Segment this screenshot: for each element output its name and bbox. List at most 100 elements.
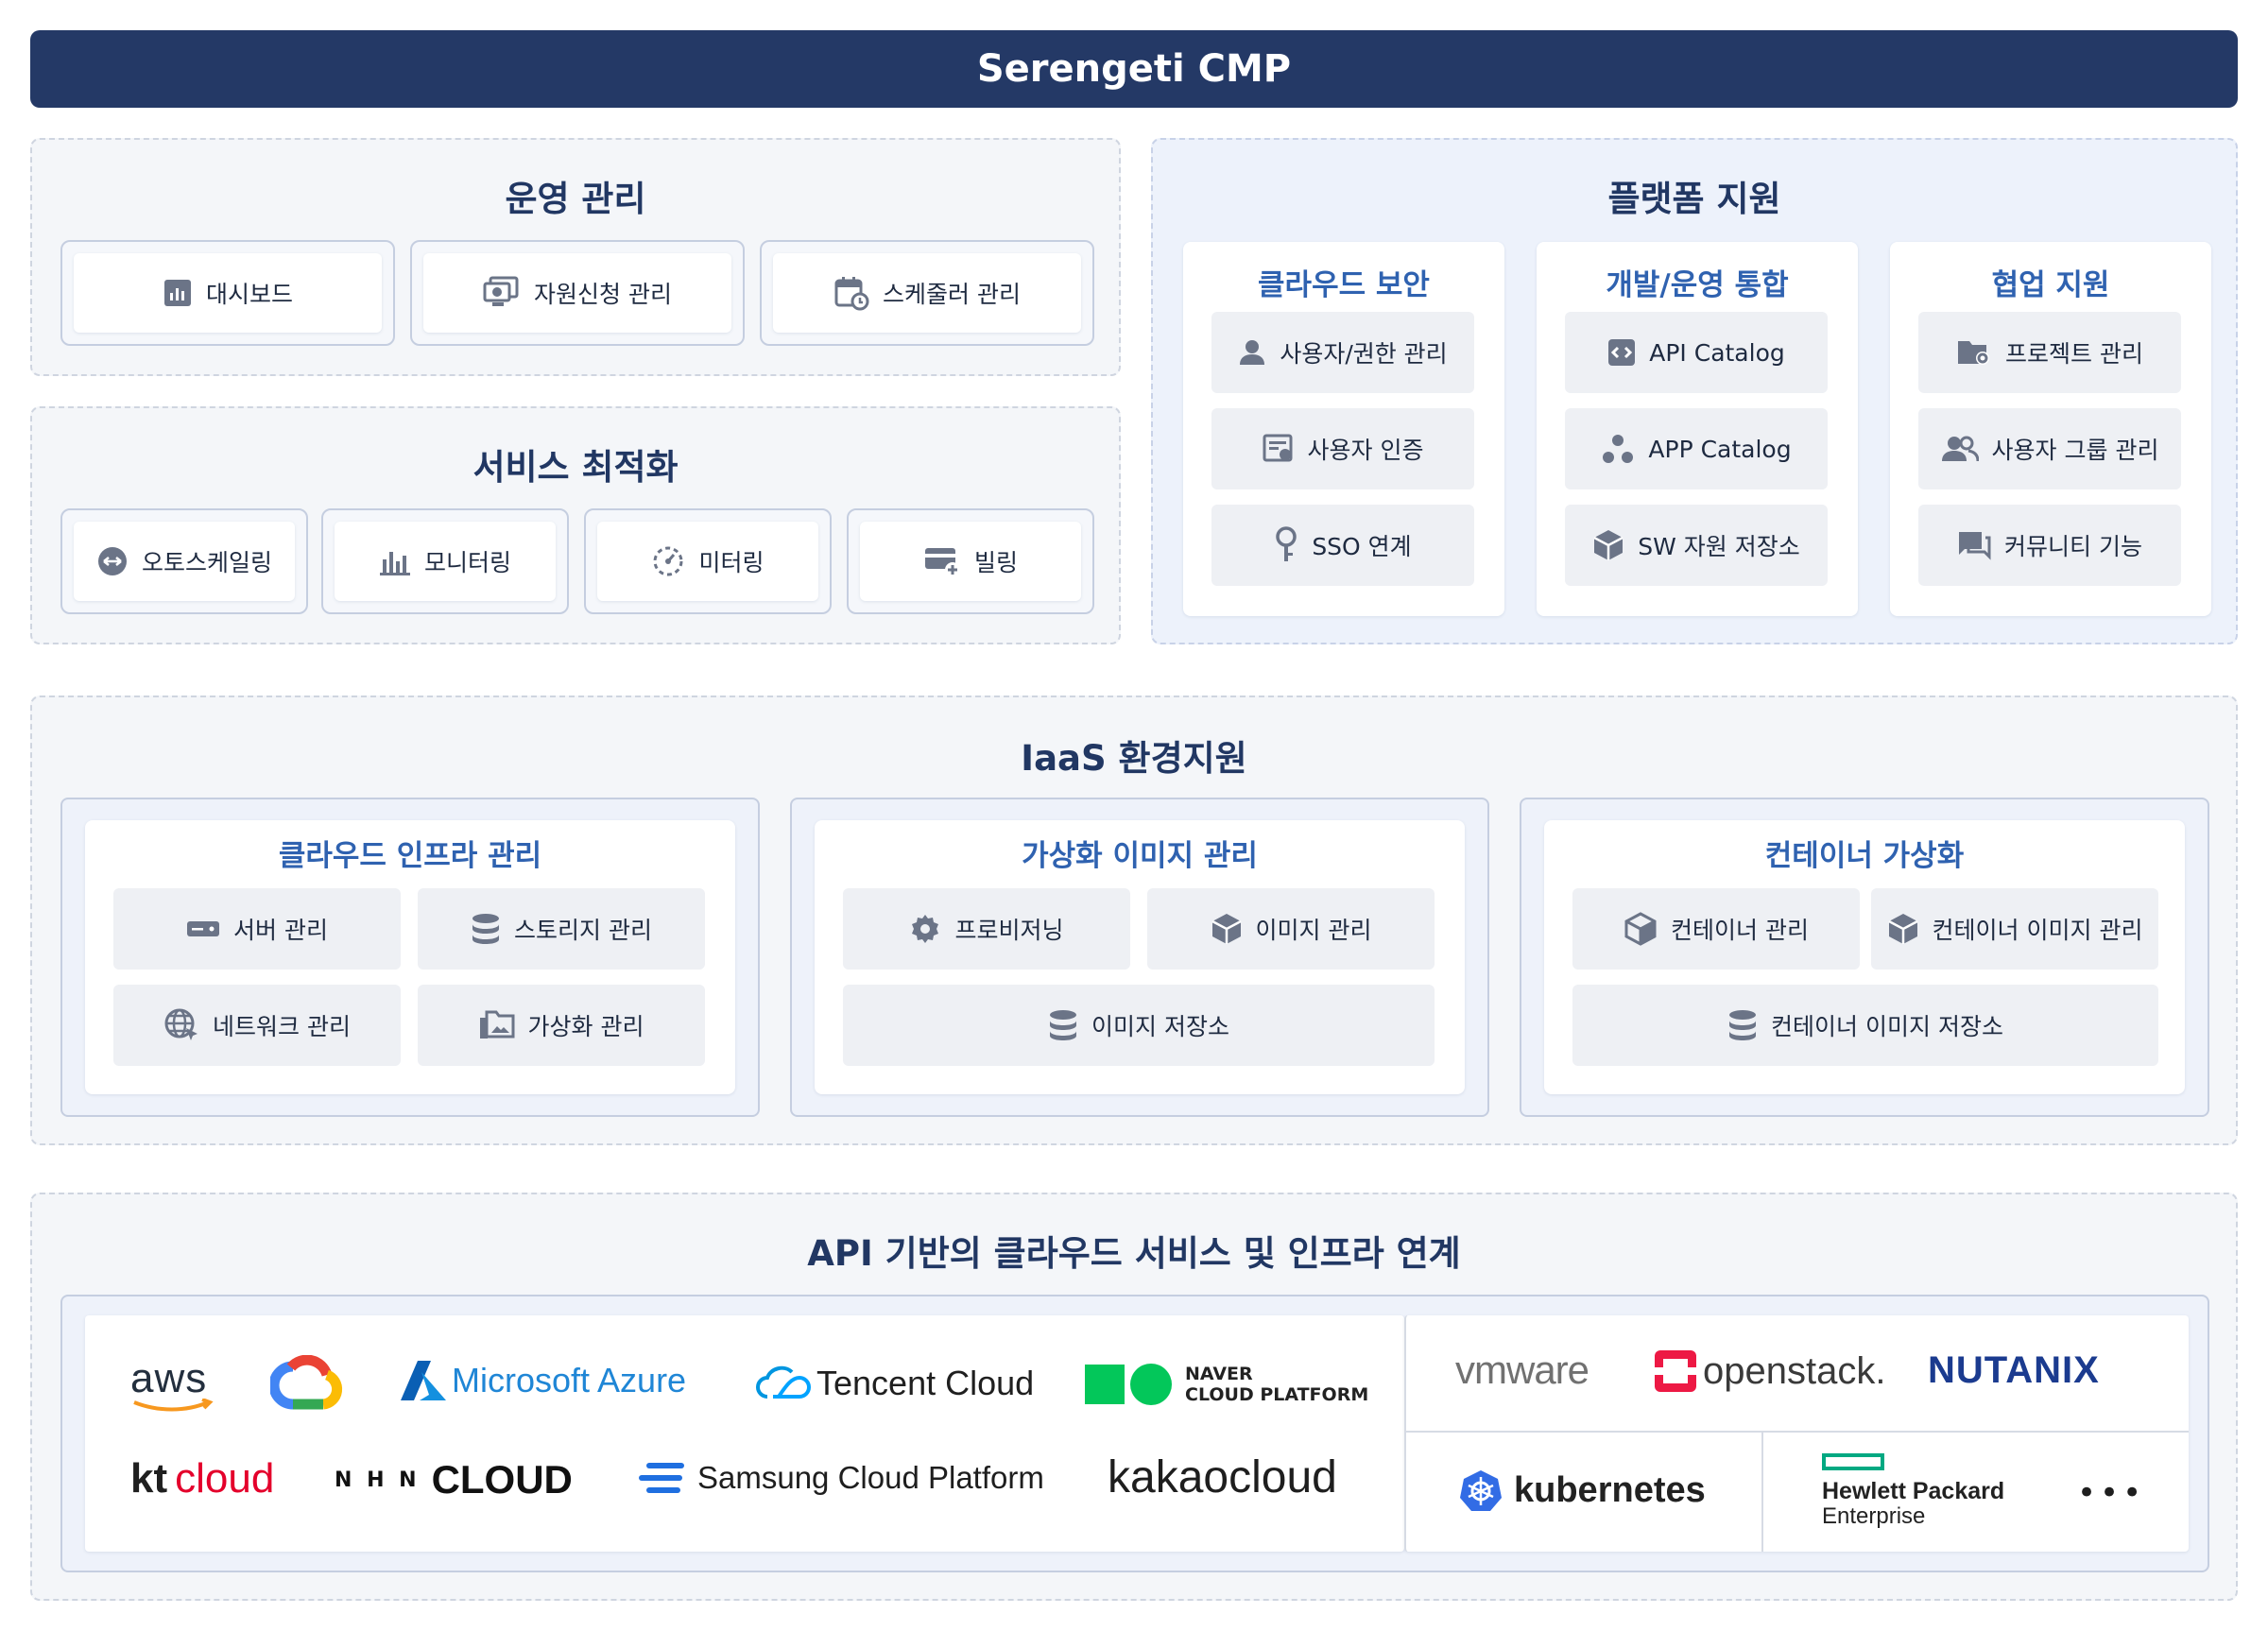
container-image-button[interactable]: 컨테이너 이미지 관리 <box>1871 888 2158 970</box>
iaas-title: IaaS 환경지원 <box>1021 738 1247 779</box>
devops-group: 개발/운영 통합 API Catalog APP Catalog SW 자원 저… <box>1537 242 1858 616</box>
dashboard-label: 대시보드 <box>205 281 293 308</box>
community-label: 커뮤니티 기능 <box>2004 533 2142 560</box>
resource-request-label: 자원신청 관리 <box>534 281 672 308</box>
user-permission-label: 사용자/권한 관리 <box>1280 340 1448 368</box>
storage-icon <box>1048 1009 1078 1041</box>
scheduler-button[interactable]: 스케줄러 관리 <box>760 240 1094 346</box>
api-title: API 기반의 클라우드 서비스 및 인프라 연계 <box>807 1233 1461 1274</box>
logo-container: aws Microsoft Azure Tencent Cloud <box>60 1295 2209 1572</box>
infra-group: 클라우드 인프라 관리 서버 관리 스토리지 관리 네트워크 관리 가상화 관리 <box>60 798 760 1117</box>
provisioning-button[interactable]: 프로비저닝 <box>843 888 1130 970</box>
container-manage-button[interactable]: 컨테이너 관리 <box>1572 888 1860 970</box>
container-group-title: 컨테이너 가상화 <box>1764 839 1965 873</box>
monitoring-label: 모니터링 <box>423 549 511 576</box>
divider-horizontal <box>1406 1431 2189 1433</box>
user-icon <box>1238 338 1266 367</box>
ops-panel: 운영 관리 대시보드 자원신청 관리 스케줄러 관리 <box>30 138 1121 376</box>
users-icon <box>1941 435 1979 463</box>
optimize-panel: 서비스 최적화 오토스케일링 모니터링 미터링 빌링 <box>30 406 1121 644</box>
resource-request-icon <box>483 276 521 310</box>
google-cloud-logo <box>270 1355 344 1412</box>
autoscaling-label: 오토스케일링 <box>141 549 272 576</box>
image-group-title: 가상화 이미지 관리 <box>1022 839 1258 873</box>
collab-group-title: 협업 지원 <box>1991 268 2110 302</box>
app-catalog-button[interactable]: APP Catalog <box>1565 408 1828 489</box>
cube-icon <box>1592 528 1624 562</box>
globe-icon <box>163 1007 199 1043</box>
iaas-panel: IaaS 환경지원 클라우드 인프라 관리 서버 관리 스토리지 관리 네트워크… <box>30 695 2238 1145</box>
scheduler-icon <box>833 275 869 311</box>
tencent-logo: Tencent Cloud <box>754 1363 1034 1404</box>
metering-icon <box>651 544 685 578</box>
image-repo-label: 이미지 저장소 <box>1091 1013 1229 1040</box>
infra-group-title: 클라우드 인프라 관리 <box>278 839 542 873</box>
project-button[interactable]: 프로젝트 관리 <box>1918 312 2181 393</box>
server-label: 서버 관리 <box>233 917 328 944</box>
apps-icon <box>1601 433 1635 465</box>
cube-icon <box>1887 912 1919 946</box>
server-button[interactable]: 서버 관리 <box>113 888 401 970</box>
sw-repo-button[interactable]: SW 자원 저장소 <box>1565 505 1828 586</box>
storage-button[interactable]: 스토리지 관리 <box>418 888 705 970</box>
folder-gear-icon <box>1956 337 1992 368</box>
autoscaling-button[interactable]: 오토스케일링 <box>60 508 308 614</box>
ops-title: 운영 관리 <box>505 179 646 219</box>
public-cloud-logos: aws Microsoft Azure Tencent Cloud <box>85 1315 1404 1552</box>
sso-button[interactable]: SSO 연계 <box>1211 505 1474 586</box>
community-button[interactable]: 커뮤니티 기능 <box>1918 505 2181 586</box>
user-group-button[interactable]: 사용자 그룹 관리 <box>1918 408 2181 489</box>
virtualization-label: 가상화 관리 <box>527 1013 644 1040</box>
storage-label: 스토리지 관리 <box>514 917 652 944</box>
user-permission-button[interactable]: 사용자/권한 관리 <box>1211 312 1474 393</box>
key-icon <box>1274 526 1298 564</box>
naver-cloud-logo: NAVER CLOUD PLATFORM <box>1085 1363 1368 1406</box>
storage-icon <box>471 913 501 945</box>
dashboard-button[interactable]: 대시보드 <box>60 240 395 346</box>
container-repo-button[interactable]: 컨테이너 이미지 저장소 <box>1572 985 2158 1066</box>
container-repo-label: 컨테이너 이미지 저장소 <box>1771 1013 2003 1040</box>
app-title: Serengeti CMP <box>976 47 1292 91</box>
devops-group-title: 개발/운영 통합 <box>1606 268 1789 302</box>
collab-group: 협업 지원 프로젝트 관리 사용자 그룹 관리 커뮤니티 기능 <box>1890 242 2211 616</box>
image-manage-button[interactable]: 이미지 관리 <box>1147 888 1435 970</box>
image-manage-label: 이미지 관리 <box>1255 917 1372 944</box>
container-group: 컨테이너 가상화 컨테이너 관리 컨테이너 이미지 관리 컨테이너 이미지 저장… <box>1520 798 2209 1117</box>
more-icon[interactable]: ••• <box>2077 1474 2146 1512</box>
azure-logo: Microsoft Azure <box>401 1359 686 1402</box>
monitoring-button[interactable]: 모니터링 <box>321 508 569 614</box>
metering-button[interactable]: 미터링 <box>584 508 832 614</box>
scheduler-label: 스케줄러 관리 <box>883 281 1021 308</box>
api-catalog-button[interactable]: API Catalog <box>1565 312 1828 393</box>
image-repo-button[interactable]: 이미지 저장소 <box>843 985 1435 1066</box>
api-catalog-label: API Catalog <box>1649 338 1785 367</box>
kakao-cloud-logo: kakaocloud <box>1108 1452 1337 1502</box>
security-group-title: 클라우드 보안 <box>1258 268 1430 302</box>
container-manage-label: 컨테이너 관리 <box>1671 917 1809 944</box>
chat-icon <box>1957 530 1991 560</box>
server-icon <box>186 918 220 940</box>
metering-label: 미터링 <box>698 549 765 576</box>
billing-button[interactable]: 빌링 <box>847 508 1094 614</box>
resource-request-button[interactable]: 자원신청 관리 <box>410 240 745 346</box>
container-image-label: 컨테이너 이미지 관리 <box>1932 917 2143 944</box>
image-card: 가상화 이미지 관리 프로비저닝 이미지 관리 이미지 저장소 <box>815 820 1465 1094</box>
nhn-cloud-logo: N H N CLOUD <box>335 1457 573 1502</box>
network-button[interactable]: 네트워크 관리 <box>113 985 401 1066</box>
platform-title: 플랫폼 지원 <box>1607 179 1781 219</box>
cube-icon <box>1211 912 1243 946</box>
user-auth-button[interactable]: 사용자 인증 <box>1211 408 1474 489</box>
user-auth-label: 사용자 인증 <box>1307 437 1424 464</box>
virtualization-button[interactable]: 가상화 관리 <box>418 985 705 1066</box>
code-icon <box>1607 338 1636 367</box>
billing-icon <box>923 545 961 577</box>
container-card: 컨테이너 가상화 컨테이너 관리 컨테이너 이미지 관리 컨테이너 이미지 저장… <box>1544 820 2185 1094</box>
sso-label: SSO 연계 <box>1312 533 1412 560</box>
image-group: 가상화 이미지 관리 프로비저닝 이미지 관리 이미지 저장소 <box>790 798 1489 1117</box>
provisioning-label: 프로비저닝 <box>954 917 1064 944</box>
storage-icon <box>1727 1009 1758 1041</box>
billing-label: 빌링 <box>973 549 1018 576</box>
private-cloud-logos: vmware openstack. NUTANIX kubernetes Hew… <box>1404 1315 2189 1552</box>
nutanix-logo: NUTANIX <box>1928 1349 2100 1391</box>
samsung-cloud-logo: Samsung Cloud Platform <box>637 1459 1044 1497</box>
